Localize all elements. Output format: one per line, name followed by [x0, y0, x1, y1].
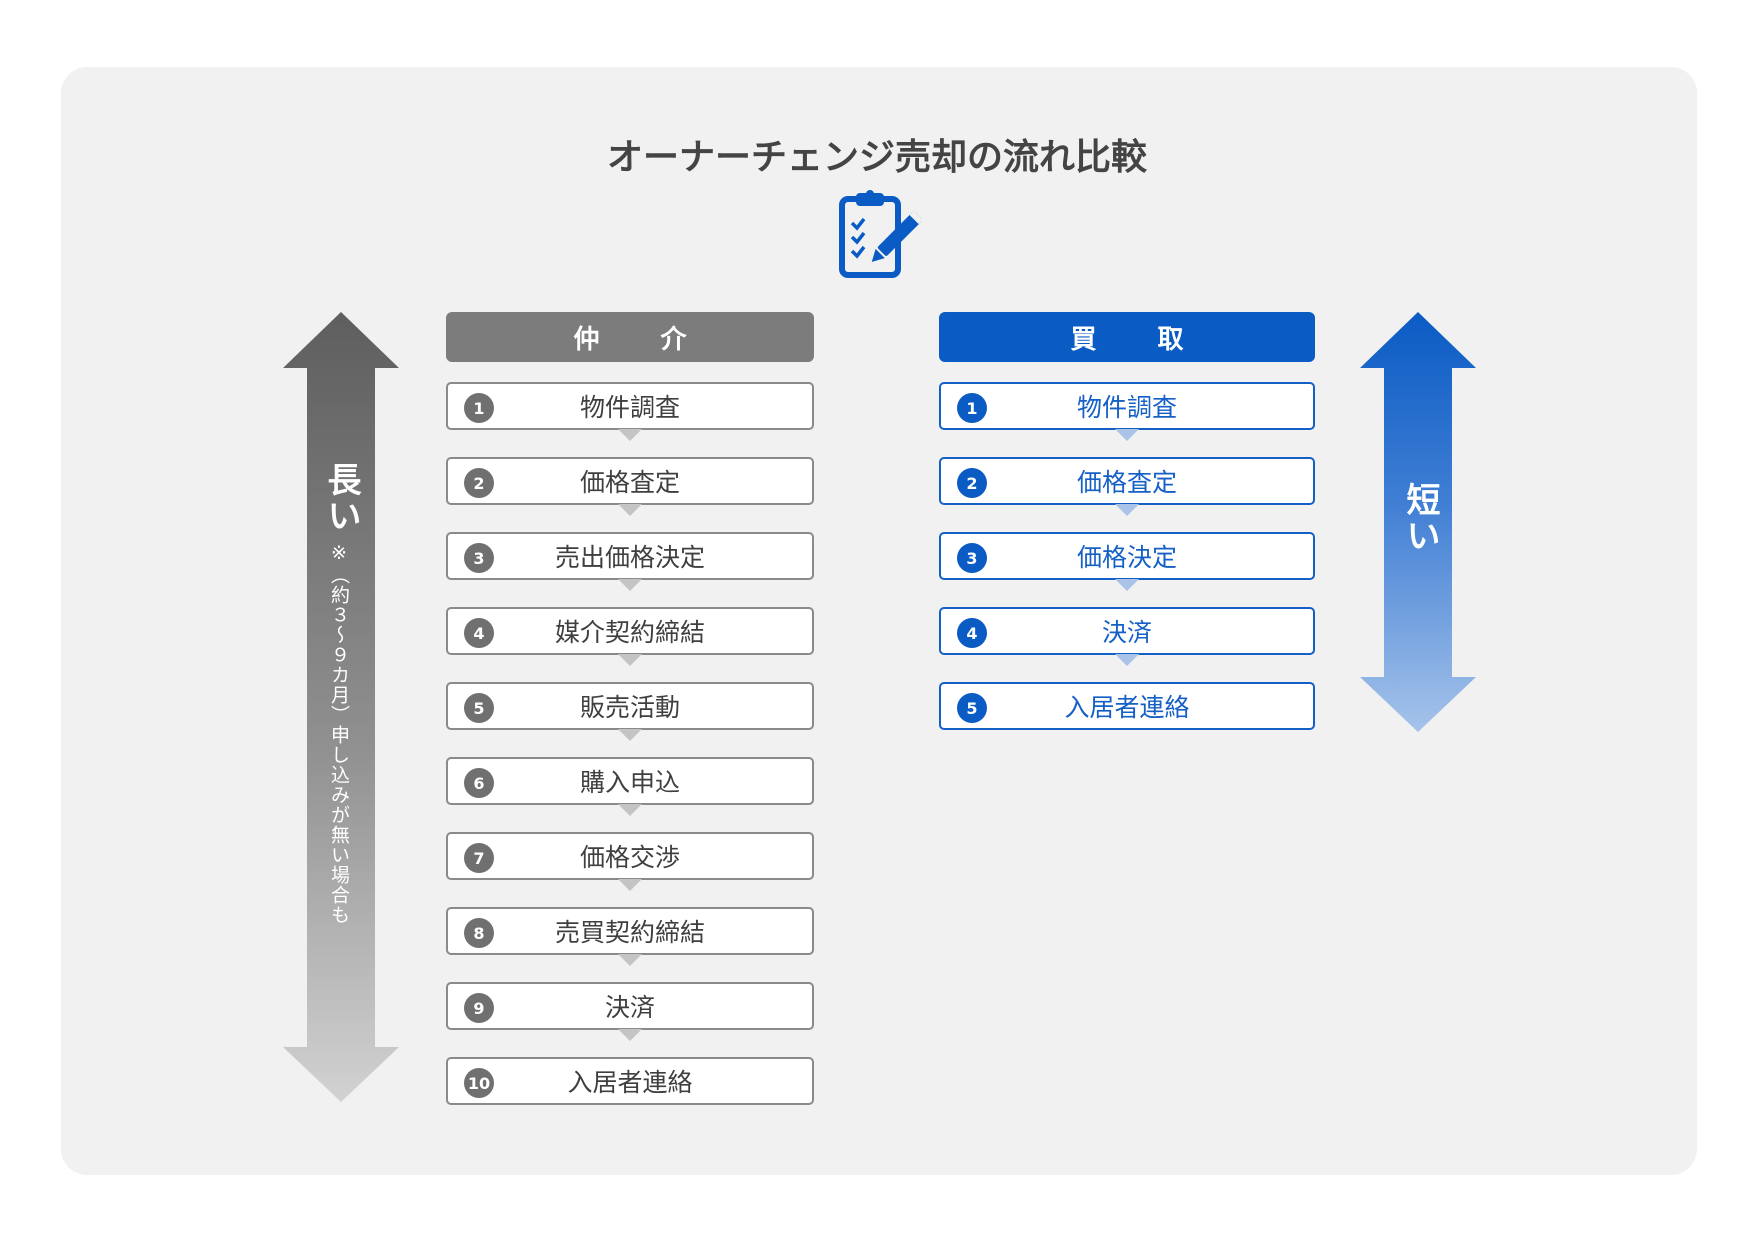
down-chevron-icon: [618, 954, 642, 966]
step-label: 価格交渉: [579, 843, 680, 872]
step-number-badge: 4: [464, 618, 494, 648]
brokerage-heading: 仲 介: [446, 312, 814, 362]
down-chevron-icon: [618, 879, 642, 891]
step-number-badge: 9: [464, 993, 494, 1023]
step-number-badge: 3: [957, 543, 987, 573]
step-number-badge: 1: [957, 393, 987, 423]
step-label: 媒介契約締結: [554, 618, 705, 647]
step-number-badge: 7: [464, 843, 494, 873]
down-chevron-icon: [618, 1029, 642, 1041]
purchase-step-4: 4 決済: [939, 607, 1315, 666]
long-duration-note: ※（約３～９カ月）申し込みが無い場合も: [328, 542, 350, 925]
step-label: 販売活動: [579, 693, 680, 722]
purchase-step-1: 1 物件調査: [939, 382, 1315, 441]
down-chevron-icon: [618, 654, 642, 666]
step-number-badge: 8: [464, 918, 494, 948]
page-title: オーナーチェンジ売却の流れ比較: [606, 137, 1147, 178]
brokerage-step-8: 8 売買契約締結: [446, 907, 814, 966]
brokerage-step-9: 9 決済: [446, 982, 814, 1041]
step-number-badge: 2: [957, 468, 987, 498]
step-number-badge: 1: [464, 393, 494, 423]
step-label: 物件調査: [1076, 393, 1177, 422]
purchase-step-2: 2 価格査定: [939, 457, 1315, 516]
down-chevron-icon: [1115, 654, 1139, 666]
step-label: 決済: [1101, 618, 1152, 647]
brokerage-step-4: 4 媒介契約締結: [446, 607, 814, 666]
brokerage-step-6: 6 購入申込: [446, 757, 814, 816]
brokerage-step-1: 1 物件調査: [446, 382, 814, 441]
brokerage-step-10: 10 入居者連絡: [446, 1057, 814, 1105]
brokerage-step-2: 2 価格査定: [446, 457, 814, 516]
step-label: 入居者連絡: [567, 1068, 693, 1097]
down-chevron-icon: [1115, 579, 1139, 591]
long-label: 長い: [321, 462, 361, 534]
down-chevron-icon: [1115, 504, 1139, 516]
step-number-badge: 3: [464, 543, 494, 573]
clipboard-checklist-pen-icon: [839, 190, 922, 278]
brokerage-step-7: 7 価格交渉: [446, 832, 814, 891]
step-label: 売買契約締結: [554, 918, 705, 947]
step-label: 物件調査: [579, 393, 680, 422]
down-chevron-icon: [618, 429, 642, 441]
purchase-step-3: 3 価格決定: [939, 532, 1315, 591]
brokerage-step-3: 3 売出価格決定: [446, 532, 814, 591]
short-duration-arrow: [1360, 312, 1476, 732]
step-label: 価格決定: [1076, 543, 1177, 572]
step-label: 売出価格決定: [554, 543, 705, 572]
step-number-badge: 5: [957, 693, 987, 723]
brokerage-step-5: 5 販売活動: [446, 682, 814, 741]
step-label: 決済: [604, 993, 655, 1022]
long-duration-arrow: [283, 312, 399, 1102]
step-label: 価格査定: [579, 468, 680, 497]
down-chevron-icon: [618, 504, 642, 516]
step-number-badge: 6: [464, 768, 494, 798]
step-label: 購入申込: [579, 768, 680, 797]
step-number-badge: 2: [464, 468, 494, 498]
step-number-badge: 4: [957, 618, 987, 648]
step-label: 入居者連絡: [1064, 693, 1190, 722]
purchase-heading: 買 取: [939, 312, 1315, 362]
short-label: 短い: [1400, 482, 1440, 554]
down-chevron-icon: [618, 804, 642, 816]
down-chevron-icon: [1115, 429, 1139, 441]
purchase-step-5: 5 入居者連絡: [939, 682, 1315, 730]
purchase-column: 買 取 1 物件調査 2 価格査定 3 価格決定 4 決済 5 入居者連絡: [939, 312, 1315, 730]
down-chevron-icon: [618, 579, 642, 591]
step-label: 価格査定: [1076, 468, 1177, 497]
brokerage-column: 仲 介 1 物件調査 2 価格査定 3 売出価格決定 4 媒介契約締結 5 販売…: [446, 312, 814, 1105]
step-number-badge: 5: [464, 693, 494, 723]
down-chevron-icon: [618, 729, 642, 741]
step-number-badge: 10: [464, 1068, 494, 1098]
